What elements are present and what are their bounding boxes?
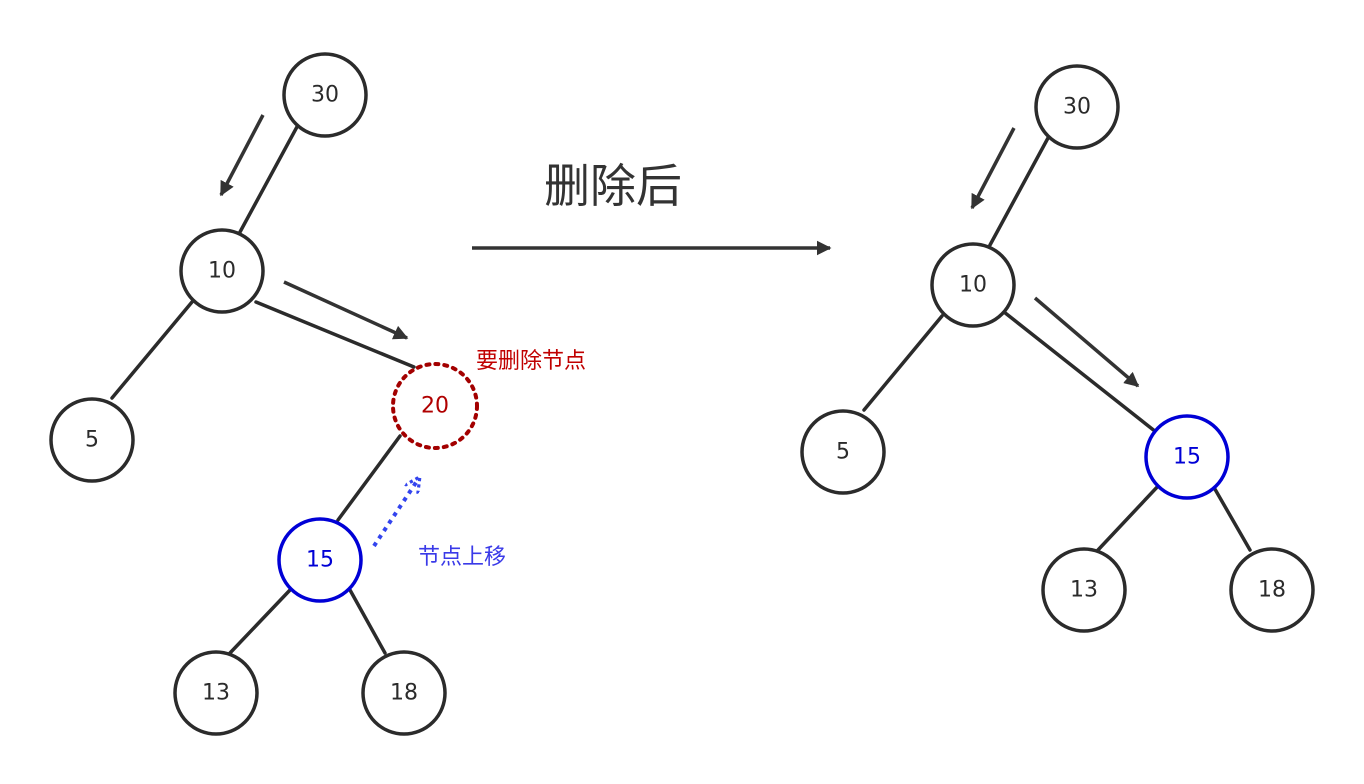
- node-label: 10: [959, 273, 987, 298]
- node-label: 5: [85, 428, 99, 453]
- edge-20-15: [336, 434, 402, 522]
- node-label: 15: [1173, 445, 1201, 470]
- before-node-18: 18: [361, 650, 447, 736]
- before-node-5: 5: [49, 397, 135, 483]
- node-label: 18: [390, 681, 418, 706]
- after-node-30: 30: [1034, 64, 1120, 150]
- edge-30-10: [988, 136, 1050, 247]
- before-node-10: 10: [179, 228, 265, 314]
- edge-15-18: [1210, 482, 1252, 552]
- traverse-arrow-10-15: [1033, 296, 1140, 388]
- before-node-13: 13: [173, 650, 259, 736]
- edge-10-15: [1002, 310, 1158, 434]
- after-node-18: 18: [1229, 547, 1315, 633]
- before-node-20-deleted: 20: [391, 362, 479, 450]
- edge-15-13: [228, 588, 292, 655]
- traverse-arrow-10-20: [283, 280, 409, 340]
- after-tree: 30 10 5 15 13 18: [800, 64, 1315, 633]
- node-label: 5: [836, 440, 850, 465]
- after-node-13: 13: [1041, 547, 1127, 633]
- node-label: 30: [311, 83, 339, 108]
- after-node-5: 5: [800, 409, 886, 495]
- before-node-30: 30: [282, 52, 368, 138]
- traverse-arrow-30-10: [970, 127, 1016, 210]
- diagram-title: 删除后: [544, 159, 682, 213]
- delete-node-note: 要删除节点: [476, 349, 586, 374]
- node-label: 18: [1258, 578, 1286, 603]
- after-node-15-moved: 15: [1144, 414, 1230, 500]
- edge-15-13: [1096, 482, 1162, 552]
- node-label: 15: [306, 548, 334, 573]
- before-tree: 30 10 5 20 15 13 18 要删除节点 节点上移: [49, 52, 586, 736]
- traverse-arrow-30-10: [219, 114, 265, 197]
- edge-30-10: [238, 123, 300, 234]
- node-label: 20: [421, 394, 449, 419]
- edge-10-5: [862, 314, 944, 412]
- edge-15-18: [348, 588, 387, 655]
- node-label: 13: [202, 681, 230, 706]
- node-label: 30: [1063, 95, 1091, 120]
- after-node-10: 10: [930, 242, 1016, 328]
- node-label: 13: [1070, 578, 1098, 603]
- edge-10-5: [110, 300, 194, 400]
- node-label: 10: [208, 259, 236, 284]
- move-up-note: 节点上移: [418, 545, 506, 570]
- before-node-15-moved: 15: [277, 517, 363, 603]
- edge-10-20: [254, 300, 416, 369]
- move-up-arrow: [372, 478, 419, 548]
